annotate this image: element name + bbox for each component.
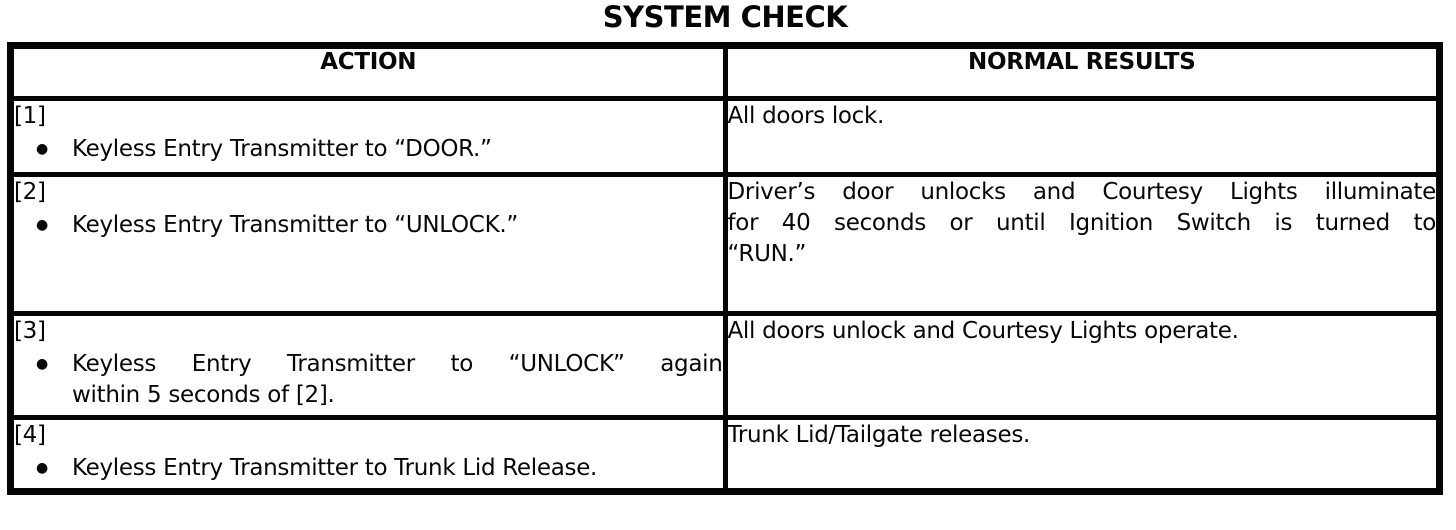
result-cell: Trunk Lid/Tailgate releases. — [722, 415, 1442, 494]
result-cell: All doors lock. — [722, 96, 1442, 177]
action-cell: [1] ● Keyless Entry Transmitter to “DOOR… — [8, 96, 728, 177]
bullet-icon: ● — [36, 141, 49, 157]
table-row: [3] ● Keyless Entry Transmitter to “UNLO… — [8, 311, 1442, 420]
action-item: ● Keyless Entry Transmitter to “DOOR.” — [14, 134, 723, 165]
step-number: [1] — [14, 103, 46, 129]
result-cell: Driver’s door unlocks and Courtesy Light… — [722, 172, 1442, 316]
step-number: [3] — [14, 318, 46, 344]
result-cell: All doors unlock and Courtesy Lights ope… — [722, 311, 1442, 420]
result-text-line: Driver’s door unlocks and Courtesy Light… — [727, 179, 1437, 205]
result-text-line: All doors lock. — [727, 103, 885, 129]
action-text-line: Keyless Entry Transmitter to Trunk Lid R… — [72, 455, 598, 481]
action-cell: [3] ● Keyless Entry Transmitter to “UNLO… — [8, 311, 728, 420]
action-text-line: Keyless Entry Transmitter to “DOOR.” — [72, 136, 492, 162]
header-row: ACTION NORMAL RESULTS — [8, 43, 1442, 101]
action-text: Keyless Entry Transmitter to Trunk Lid R… — [72, 453, 723, 484]
action-cell: [4] ● Keyless Entry Transmitter to Trunk… — [8, 415, 728, 494]
bullet-icon: ● — [36, 460, 49, 476]
page-title: SYSTEM CHECK — [602, 0, 848, 34]
result-text-line: “RUN.” — [727, 241, 807, 267]
table-row: [1] ● Keyless Entry Transmitter to “DOOR… — [8, 96, 1442, 177]
action-text: Keyless Entry Transmitter to “UNLOCK” ag… — [72, 349, 723, 411]
action-cell: [2] ● Keyless Entry Transmitter to “UNLO… — [8, 172, 728, 316]
step-number: [4] — [14, 422, 46, 448]
action-item: ● Keyless Entry Transmitter to “UNLOCK” … — [14, 349, 723, 411]
action-item: ● Keyless Entry Transmitter to Trunk Lid… — [14, 453, 723, 484]
bullet-icon: ● — [36, 217, 49, 233]
table-row: [2] ● Keyless Entry Transmitter to “UNLO… — [8, 172, 1442, 316]
result-text-line: All doors unlock and Courtesy Lights ope… — [727, 318, 1239, 344]
column-header-action: ACTION — [8, 43, 728, 101]
step-number: [2] — [14, 179, 46, 205]
column-header-normal-results: NORMAL RESULTS — [722, 43, 1442, 101]
result-text-line: Trunk Lid/Tailgate releases. — [727, 422, 1031, 448]
bullet-icon: ● — [36, 356, 49, 372]
system-check-table: ACTION NORMAL RESULTS [1] ● Keyless Entr… — [7, 42, 1443, 495]
action-text: Keyless Entry Transmitter to “DOOR.” — [72, 134, 723, 165]
action-text-line: Keyless Entry Transmitter to “UNLOCK” ag… — [72, 351, 723, 377]
action-text: Keyless Entry Transmitter to “UNLOCK.” — [72, 210, 723, 241]
action-text-line: within 5 seconds of [2]. — [72, 382, 335, 408]
result-text-line: for 40 seconds or until Ignition Switch … — [727, 210, 1437, 236]
action-item: ● Keyless Entry Transmitter to “UNLOCK.” — [14, 210, 723, 241]
table-row: [4] ● Keyless Entry Transmitter to Trunk… — [8, 415, 1442, 494]
action-text-line: Keyless Entry Transmitter to “UNLOCK.” — [72, 212, 518, 238]
